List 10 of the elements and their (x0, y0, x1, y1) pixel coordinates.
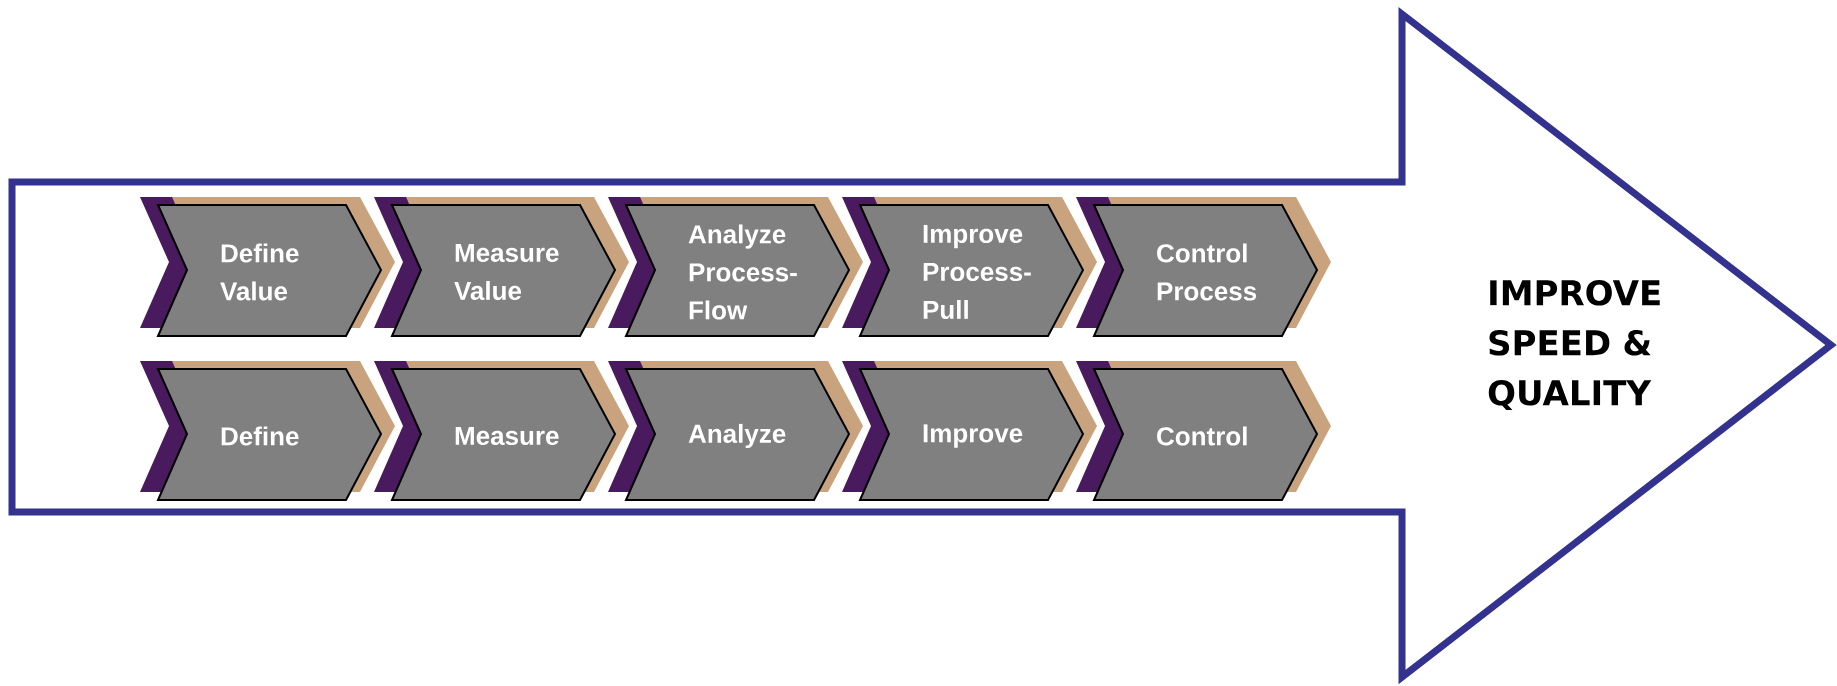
process-step: Measure (374, 361, 629, 501)
process-step: Define (140, 361, 395, 501)
process-step: Control Process (1076, 197, 1331, 337)
process-step: Improve Process-Pull (842, 197, 1097, 337)
process-step: Improve (842, 361, 1097, 501)
process-step: Define Value (140, 197, 395, 337)
process-step: Analyze Process-Flow (608, 197, 863, 337)
process-step: Control (1076, 361, 1331, 501)
process-step: Measure Value (374, 197, 629, 337)
process-step: Analyze (608, 361, 863, 501)
